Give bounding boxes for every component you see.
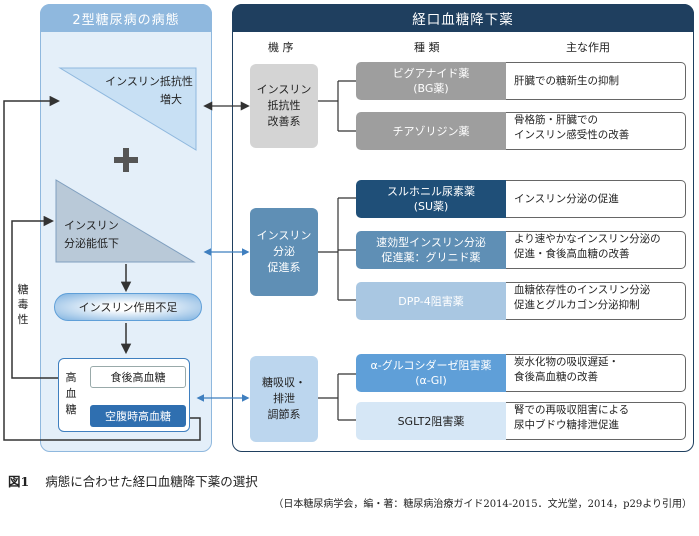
drug-name-line: 促進薬：グリニド薬 [381,251,481,264]
glucotoxicity-char: 糖 [17,283,29,296]
drug-name-line: ビグアナイド薬 [392,67,470,80]
drug-name-line: (SU薬) [413,200,449,213]
effect-line: インスリン分泌の促進 [514,192,619,205]
hyperglycemia-label-char: 血 [65,387,77,400]
mechanism-absorption-excretion: 糖吸収・ 排泄 調節系 [250,356,318,442]
drug-sulfonylurea: スルホニル尿素薬 (SU薬) [356,180,506,218]
drug-name-line: チアゾリジン薬 [392,124,470,138]
drug-name-line: 速効型インスリン分泌 [376,236,486,249]
glucotoxicity-char: 性 [17,313,29,326]
effect-line: 炭水化物の吸収遅延・ [514,356,619,368]
hyperglycemia-label-char: 高 [65,371,77,384]
effect-line: 促進とグルカゴン分泌抑制 [514,299,640,311]
drugs-panel-title: 経口血糖降下薬 [232,4,694,32]
effect-biguanide: 肝臓での糖新生の抑制 [506,62,686,100]
drug-name-line: スルホニル尿素薬 [387,185,475,198]
insulin-deficiency-pill: インスリン作用不足 [54,293,202,321]
drug-sglt2-inhibitor: SGLT2阻害薬 [356,402,506,440]
effect-line: インスリン感受性の改善 [514,129,630,141]
effect-line: 肝臓での糖新生の抑制 [514,74,619,87]
mechanism-line: 促進系 [267,261,301,274]
drug-alpha-gi: α-グルコシダーゼ阻害薬 (α-GI) [356,354,506,392]
resistance-label-line2: 増大 [160,93,182,106]
effect-line: 骨格筋・肝臓での [514,114,598,126]
effect-line: 腎での再吸収阻害による [514,404,630,416]
postprandial-hyperglycemia: 食後高血糖 [90,366,186,388]
fasting-hyperglycemia: 空腹時高血糖 [90,405,186,427]
glucotoxicity-label: 糖 毒 性 [16,282,30,327]
mechanism-line: インスリン [256,229,312,242]
effect-line: より速やかなインスリン分泌の [514,233,661,245]
drug-thiazolidine: チアゾリジン薬 [356,112,506,150]
drug-name-line: α-グルコシダーゼ阻害薬 [370,359,492,372]
feedback-arrow-icon [11,215,58,379]
pathology-panel-title: 2型糖尿病の病態 [40,4,212,32]
bracket-connector [318,80,356,421]
effect-glinide: より速やかなインスリン分泌の 促進・食後高血糖の改善 [506,231,686,269]
effect-thiazolidine: 骨格筋・肝臓での インスリン感受性の改善 [506,112,686,150]
mechanism-line: 分泌 [273,245,295,258]
drug-name-line: (α-GI) [415,374,447,387]
secretion-triangle [55,179,196,263]
resistance-label-line1: インスリン抵抗性 [105,75,193,88]
column-header-type: 種 類 [414,41,440,54]
effect-sglt2-inhibitor: 腎での再吸収阻害による 尿中ブドウ糖排泄促進 [506,402,686,440]
mechanism-line: 調節系 [267,408,301,421]
secretion-label: インスリン 分泌能低下 [64,217,119,253]
glucotoxicity-char: 毒 [17,298,29,311]
mechanism-line: インスリン [256,83,312,96]
drug-name-line: (BG薬) [413,82,449,95]
plus-icon [114,148,138,172]
effect-alpha-gi: 炭水化物の吸収遅延・ 食後高血糖の改善 [506,354,686,392]
figure-caption: 図1 病態に合わせた経口血糖降下薬の選択 [8,471,258,490]
resistance-label: インスリン抵抗性 増大 [94,73,204,109]
drug-dpp4-inhibitor: DPP-4阻害薬 [356,282,506,320]
resistance-triangle [58,67,197,151]
column-header-mechanism: 機 序 [268,41,294,54]
secretion-label-line1: インスリン [64,219,119,232]
drug-name-line: DPP-4阻害薬 [398,294,464,308]
hyperglycemia-label: 高 血 糖 [62,370,80,418]
figure-source: （日本糖尿病学会，編・著：糖尿病治療ガイド2014-2015．文光堂，2014，… [273,499,692,510]
effect-line: 食後高血糖の改善 [514,371,598,383]
drug-glinide: 速効型インスリン分泌 促進薬：グリニド薬 [356,231,506,269]
mechanism-line: 抵抗性 [267,99,301,112]
mechanism-resistance-improvement: インスリン 抵抗性 改善系 [250,64,318,148]
hyperglycemia-label-char: 糖 [65,403,77,416]
column-header-action: 主な作用 [566,41,610,54]
mechanism-line: 改善系 [267,115,301,128]
effect-sulfonylurea: インスリン分泌の促進 [506,180,686,218]
figure-label: 図1 [8,474,30,489]
effect-line: 血糖依存性のインスリン分泌 [514,284,651,296]
feedback-arrow-icon [3,95,201,441]
secretion-label-line2: 分泌能低下 [64,237,119,250]
mechanism-secretion-promotion: インスリン 分泌 促進系 [250,208,318,296]
figure-title: 病態に合わせた経口血糖降下薬の選択 [45,474,258,489]
mechanism-line: 糖吸収・ [262,376,306,389]
effect-line: 尿中ブドウ糖排泄促進 [514,419,619,431]
drug-biguanide: ビグアナイド薬 (BG薬) [356,62,506,100]
drug-name-line: SGLT2阻害薬 [397,414,465,428]
mechanism-line: 排泄 [273,392,295,405]
effect-line: 促進・食後高血糖の改善 [514,248,630,260]
effect-dpp4-inhibitor: 血糖依存性のインスリン分泌 促進とグルカゴン分泌抑制 [506,282,686,320]
